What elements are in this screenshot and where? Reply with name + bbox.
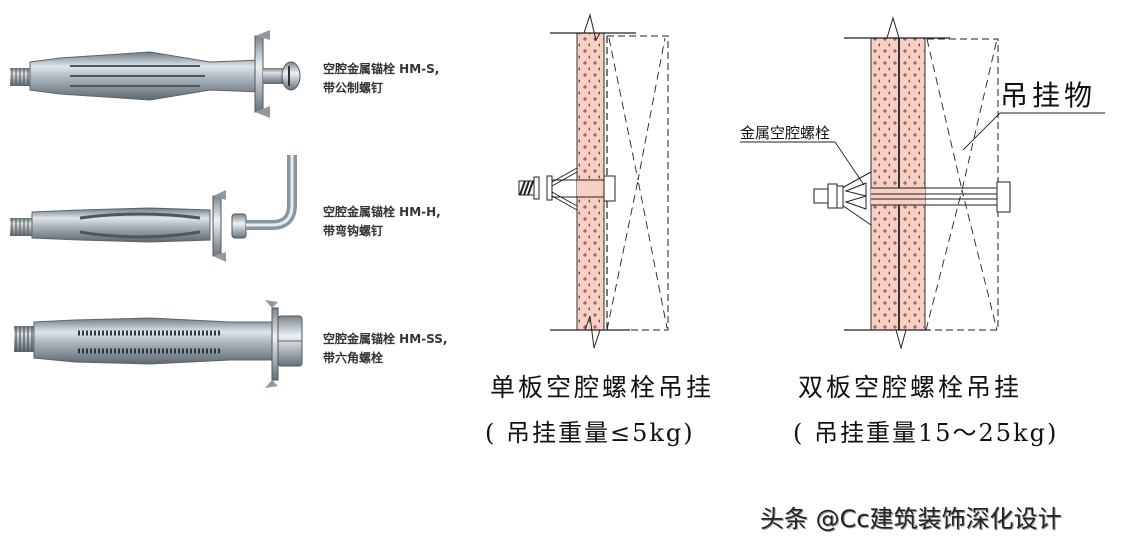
single-board-subtitle: ( 吊挂重量≤5kg): [485, 419, 695, 447]
anchor-hm-h-image: [10, 155, 297, 262]
product-caption-hm-s: 空腔金属锚栓 HM-S, 带公制螺钉: [323, 60, 439, 98]
product-name: 空腔金属锚栓 HM-SS,: [323, 332, 448, 346]
product-name: 空腔金属锚栓 HM-S,: [323, 62, 440, 76]
label-metal-hollow-bolt: 金属空腔螺栓: [740, 124, 831, 142]
watermark: 头条 @Cc建筑装饰深化设计: [760, 505, 1062, 533]
product-caption-hm-ss: 空腔金属锚栓 HM-SS, 带六角螺栓: [323, 330, 447, 368]
product-desc: 带六角螺栓: [323, 351, 384, 365]
anchor-hm-ss-image: [14, 300, 303, 388]
double-board-title: 双板空腔螺栓吊挂: [798, 373, 1023, 402]
anchor-hm-s-image: [10, 30, 301, 118]
product-name: 空腔金属锚栓 HM-H,: [323, 205, 441, 219]
product-desc: 带公制螺钉: [323, 81, 384, 95]
product-desc: 带弯钩螺钉: [323, 224, 384, 238]
label-hanging-object: 吊挂物: [1000, 79, 1097, 112]
single-board-title: 单板空腔螺栓吊挂: [490, 373, 715, 402]
single-board-diagram: [518, 13, 669, 349]
double-board-subtitle: ( 吊挂重量15～25kg): [793, 419, 1059, 447]
double-board-diagram: [740, 16, 1105, 350]
product-caption-hm-h: 空腔金属锚栓 HM-H, 带弯钩螺钉: [323, 203, 441, 241]
